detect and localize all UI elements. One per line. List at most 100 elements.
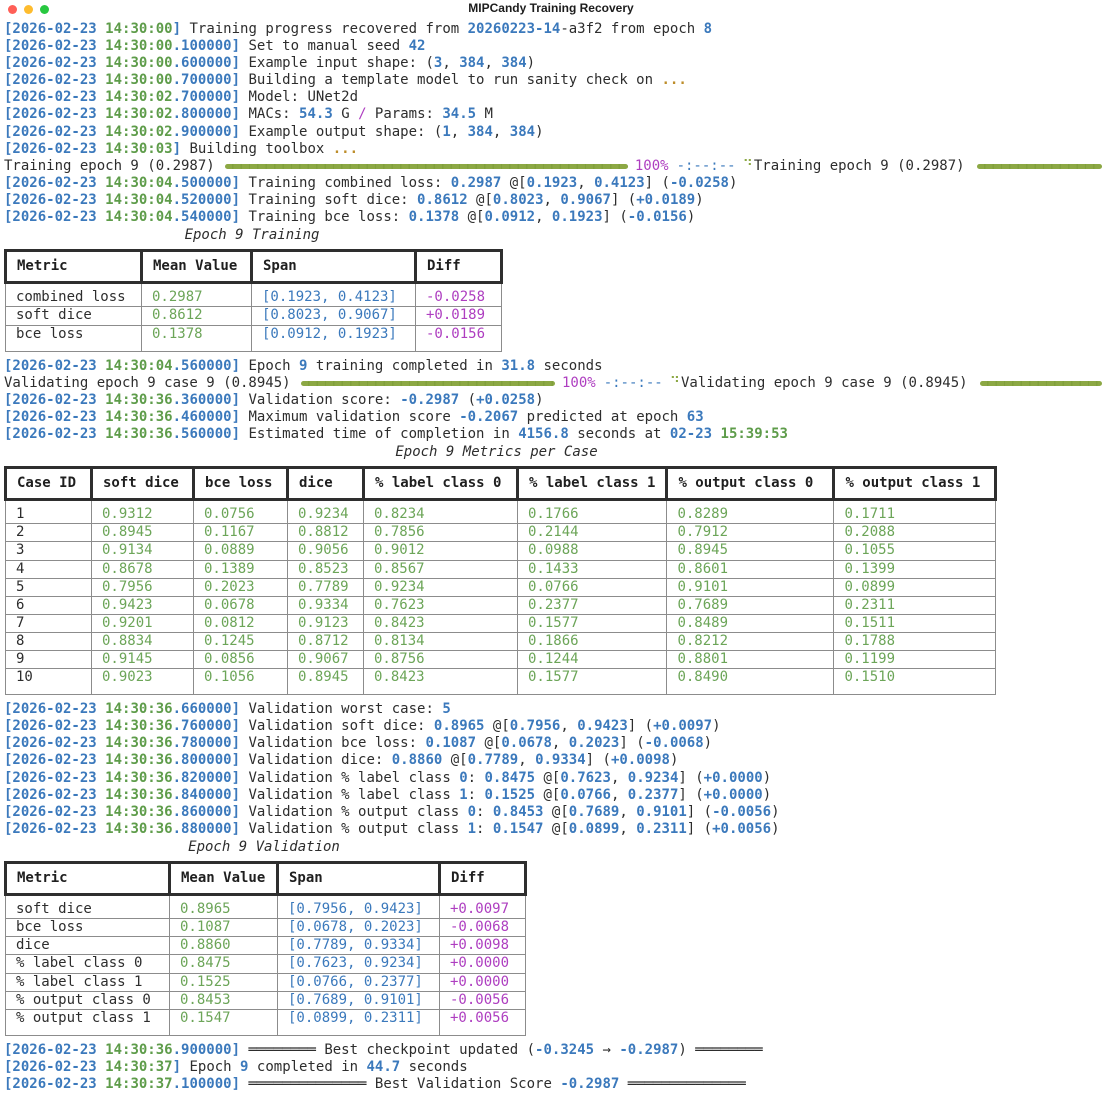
log-value: +0.0097 [653, 718, 712, 734]
column-header: Mean Value [142, 251, 252, 283]
cell: 0.1378 [142, 325, 252, 351]
cell: 0.8612 [142, 307, 252, 325]
log-value: [2026-02-23 [4, 55, 105, 71]
log-text: , [577, 175, 594, 191]
close-window-button[interactable] [8, 5, 17, 14]
log-value: [2026-02-23 [4, 124, 105, 140]
minimize-window-button[interactable] [24, 5, 33, 14]
cell: 0.8234 [364, 500, 518, 524]
cell: 0.9234 [288, 500, 364, 524]
cell: bce loss [6, 325, 142, 351]
log-text: ] ( [678, 770, 703, 786]
cell: 0.2023 [194, 578, 288, 596]
log-text: ] ( [586, 752, 611, 768]
log-value: [2026-02-23 [4, 770, 105, 786]
log-value: 14:30:04 [105, 358, 172, 374]
log-value: 14:30:36 [105, 787, 172, 803]
cell: +0.0098 [440, 937, 526, 955]
log-value: 14:30:00 [105, 72, 172, 88]
log-value: 0.7689 [569, 804, 620, 820]
cell: 0.8453 [170, 991, 278, 1009]
log-text: Epoch [181, 1059, 240, 1075]
cell: % label class 1 [6, 973, 170, 991]
log-value: 8 [704, 21, 712, 37]
cell: 0.8134 [364, 632, 518, 650]
table-header-row: Case IDsoft dicebce lossdice% label clas… [6, 468, 996, 500]
log-text: ) [729, 175, 737, 191]
log-value: [2026-02-23 [4, 1059, 105, 1075]
log-value: 14:30:36 [105, 1042, 172, 1058]
cell: 9 [6, 651, 92, 669]
cell: 0.1525 [170, 973, 278, 991]
cell: [0.7623, 0.9234] [278, 955, 440, 973]
cell: 0.1511 [834, 614, 996, 632]
progress-line: Validating epoch 9 case 9 (0.8945) 100%-… [4, 375, 1102, 392]
log-value: 1 [468, 821, 476, 837]
log-value: 34.5 [442, 106, 476, 122]
log-value: 31.8 [501, 358, 535, 374]
table-caption: Epoch 9 Validation [4, 839, 524, 856]
log-value: -0.3245 [535, 1042, 594, 1058]
cell: 0.8601 [667, 560, 834, 578]
table-row: % label class 00.8475[0.7623, 0.9234]+0.… [6, 955, 526, 973]
log-value: -0.0056 [712, 804, 771, 820]
column-header: Mean Value [170, 863, 278, 895]
cell: 8 [6, 632, 92, 650]
log-value: 0.9067 [560, 192, 611, 208]
progress-label: Validating epoch 9 case 9 (0.8945) [681, 375, 976, 392]
cell: 0.7623 [364, 596, 518, 614]
cell: 0.2088 [834, 524, 996, 542]
log-value: 54.3 [299, 106, 333, 122]
log-text: M [476, 106, 493, 122]
log-value: [2026-02-23 [4, 21, 105, 37]
log-value: .600000] [173, 55, 240, 71]
cell: 0.0766 [518, 578, 667, 596]
log-value: [2026-02-23 [4, 175, 105, 191]
column-header: Metric [6, 251, 142, 283]
log-value: 0.8860 [392, 752, 443, 768]
log-value: [2026-02-23 [4, 141, 105, 157]
cell: 0.1766 [518, 500, 667, 524]
log-value: 14:30:36 [105, 701, 172, 717]
log-text: Estimated time of completion in [240, 426, 518, 442]
log-line: [2026-02-23 14:30:00.100000] Set to manu… [4, 38, 1102, 55]
log-value: .100000] [173, 38, 240, 54]
log-line: [2026-02-23 14:30:04.500000] Training co… [4, 175, 1102, 192]
log-value: 14:30:36 [105, 821, 172, 837]
cell: 7 [6, 614, 92, 632]
cell: [0.7789, 0.9334] [278, 937, 440, 955]
cell: 0.0678 [194, 596, 288, 614]
log-text: ] ( [645, 175, 670, 191]
log-text: ) [695, 192, 703, 208]
column-header: Case ID [6, 468, 92, 500]
progress-percent: 100% [562, 375, 596, 392]
cell: +0.0189 [416, 307, 502, 325]
log-value: 44.7 [367, 1059, 401, 1075]
cell: 0.9056 [288, 542, 364, 560]
cell: 0.8801 [667, 651, 834, 669]
log-value: 4156.8 [518, 426, 569, 442]
cell: 0.1547 [170, 1009, 278, 1035]
cell: 0.2311 [834, 596, 996, 614]
log-value: -0.0156 [628, 209, 687, 225]
column-header: Diff [440, 863, 526, 895]
cell: [0.0912, 0.1923] [252, 325, 416, 351]
log-value: 14:30:03 [105, 141, 172, 157]
log-line: [2026-02-23 14:30:00.700000] Building a … [4, 72, 1102, 89]
log-text: , [611, 770, 628, 786]
log-text: seconds [400, 1059, 467, 1075]
log-text: predicted at epoch [518, 409, 687, 425]
log-text: ] ( [619, 735, 644, 751]
cell: 0.1788 [834, 632, 996, 650]
table-row: % label class 10.1525[0.0766, 0.2377]+0.… [6, 973, 526, 991]
log-line: [2026-02-23 14:30:36.880000] Validation … [4, 821, 1102, 838]
log-text: Validation % label class [240, 770, 459, 786]
log-value: 14:30:36 [105, 770, 172, 786]
log-line: [2026-02-23 14:30:36.800000] Validation … [4, 752, 1102, 769]
log-value: .700000] [173, 89, 240, 105]
log-value: [2026-02-23 [4, 787, 105, 803]
log-value: [2026-02-23 [4, 718, 105, 734]
zoom-window-button[interactable] [40, 5, 49, 14]
log-text: Training soft dice: [240, 192, 417, 208]
log-text: ) ════════ [678, 1042, 762, 1058]
